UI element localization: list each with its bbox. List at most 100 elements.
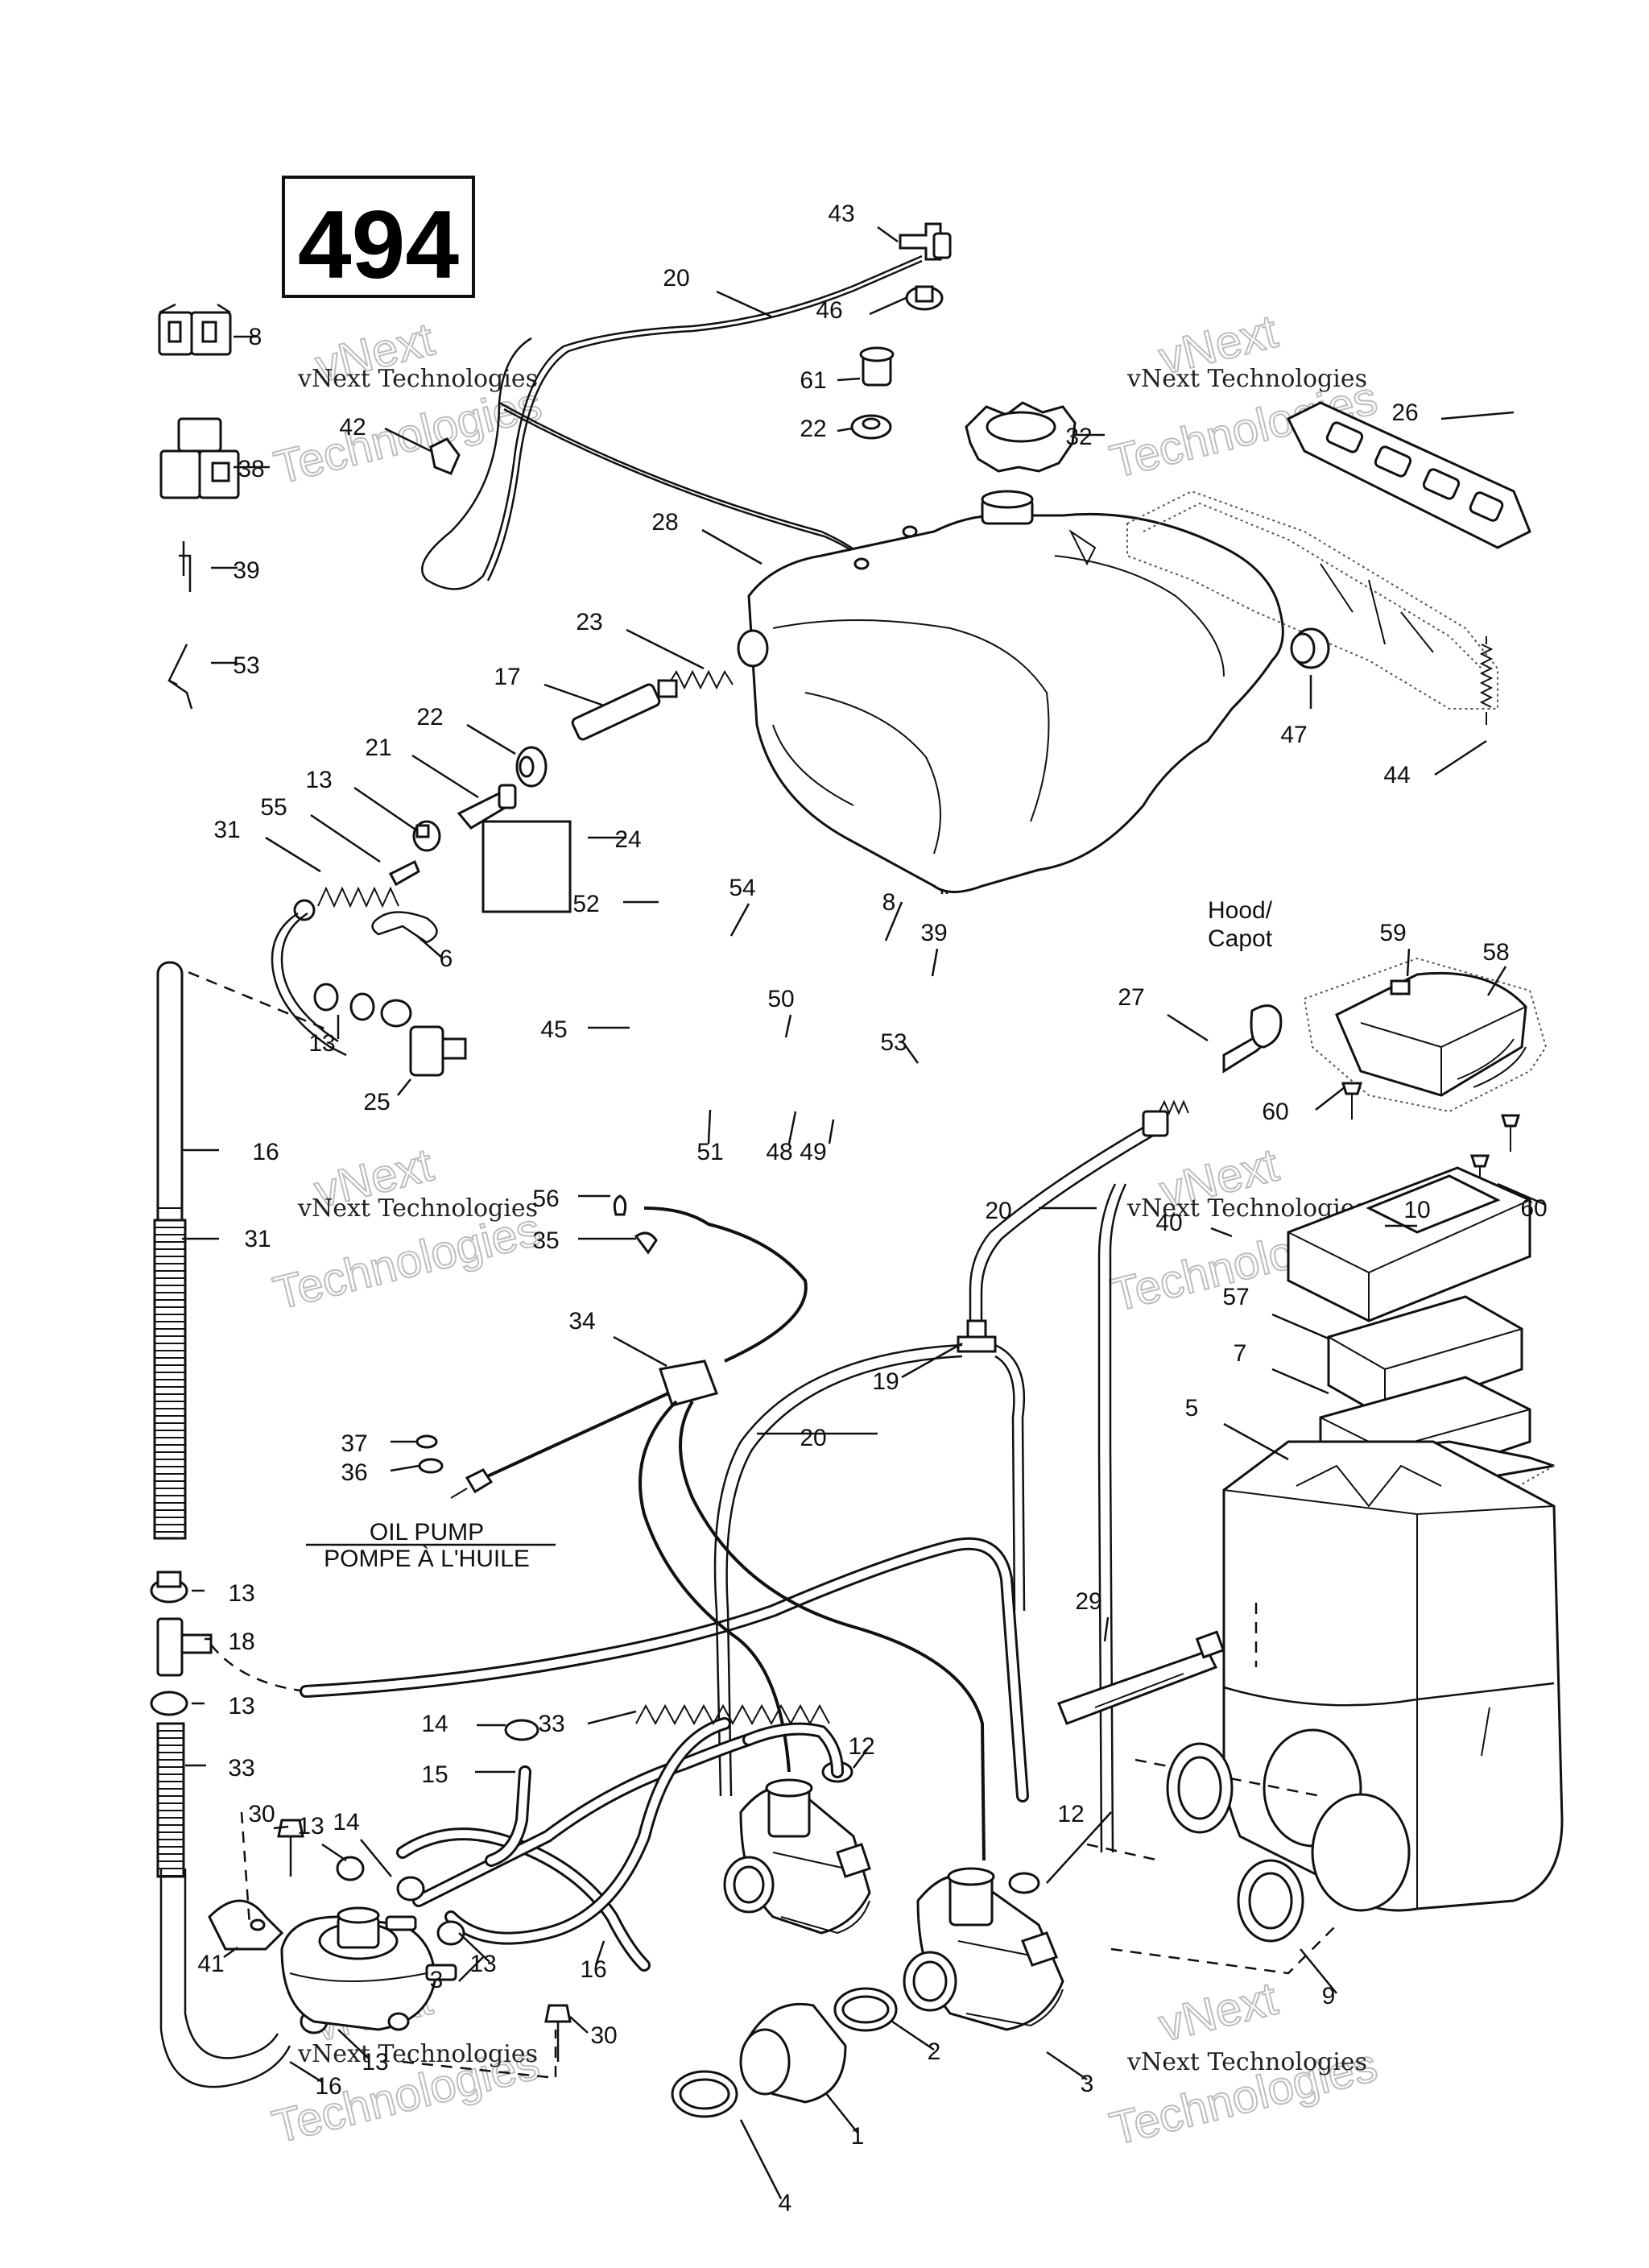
oil-pump-body — [280, 1906, 457, 2031]
fuel-valve-25 — [380, 999, 467, 1077]
valve-61 — [859, 346, 895, 387]
throttle-cable-to-carb2 — [679, 1400, 986, 1861]
callout-20: 20 — [663, 265, 689, 292]
connector-8-top-left — [158, 303, 232, 356]
callout-9: 9 — [1322, 1983, 1336, 2009]
callout-12: 12 — [848, 1733, 874, 1760]
leader-line-14 — [360, 1839, 392, 1877]
callout-13: 13 — [305, 767, 332, 793]
leader-line-60 — [1497, 1182, 1547, 1206]
leader-line-49 — [828, 1119, 835, 1144]
callout-47: 47 — [1280, 722, 1307, 748]
clamp-12-lower — [1008, 1872, 1040, 1894]
leader-line-44 — [1434, 739, 1487, 776]
callout-39: 39 — [920, 920, 947, 946]
bolt-30-upper — [277, 1819, 304, 1877]
vent-line-upper — [421, 255, 923, 590]
hose-16-left-lower — [159, 1869, 291, 2088]
callout-17: 17 — [494, 664, 520, 690]
choke-cable-20a — [969, 1126, 1144, 1321]
callout-28: 28 — [651, 509, 678, 536]
adaptor-9-upper — [1166, 1742, 1234, 1834]
sleeve-55-31 — [293, 859, 420, 921]
adaptor-9-lower — [1237, 1859, 1304, 1943]
leader-line-20 — [716, 290, 772, 318]
callout-8: 8 — [249, 324, 262, 350]
cable-end-oilpump — [450, 1468, 494, 1499]
leader-line-59 — [1406, 948, 1411, 977]
dashed-route-airbox — [1086, 1843, 1337, 1975]
fuel-hose-31 — [271, 912, 347, 1057]
leader-line-36 — [390, 1464, 419, 1472]
watermark-line2: Technologies — [270, 378, 547, 495]
leader-line-9 — [1300, 1948, 1337, 1994]
leader-line-31 — [265, 836, 321, 873]
tank-support-tray — [1126, 490, 1498, 710]
leader-line-22 — [837, 427, 853, 432]
tube-17 — [571, 683, 661, 741]
callout-16: 16 — [580, 1956, 606, 1983]
leader-line-51 — [707, 1109, 712, 1144]
clamp-4 — [671, 2070, 738, 2118]
callout-7: 7 — [1234, 1340, 1247, 1367]
label-24 — [481, 820, 572, 913]
callout-40: 40 — [1155, 1210, 1182, 1236]
callout-60: 60 — [1262, 1099, 1288, 1125]
clamp-2 — [833, 1987, 898, 2032]
stud-bottom — [387, 2012, 410, 2031]
terminal-39-left — [179, 541, 192, 592]
watermark-caption: vNext Technologies — [297, 1194, 538, 1223]
callout-43: 43 — [828, 201, 854, 227]
callout-15: 15 — [421, 1761, 448, 1788]
clamp-13-pump-a — [336, 1856, 365, 1881]
tank-strap-26 — [1286, 401, 1531, 549]
callout-31: 31 — [244, 1226, 271, 1252]
callout-19: 19 — [872, 1368, 899, 1395]
callout-56: 56 — [532, 1186, 559, 1212]
callout-3: 3 — [1081, 2071, 1094, 2097]
sleeve-33-mid — [635, 1703, 830, 1726]
oil-pump-label: OIL PUMP — [370, 1519, 484, 1546]
grommet-22-mid — [515, 746, 548, 788]
callout-38: 38 — [238, 456, 264, 482]
leader-line-12 — [852, 1745, 871, 1769]
watermark-top-left: vNext Technologies vNext Technologies — [269, 312, 548, 495]
spring-44 — [1479, 636, 1494, 725]
oil-pump-label-fr: POMPE À L'HUILE — [324, 1546, 530, 1572]
watermark-caption: vNext Technologies — [1126, 2048, 1367, 2076]
leader-line-33 — [587, 1710, 637, 1725]
watermark-bottom-right: vNext Technologies vNext Technologies — [1104, 1972, 1382, 2156]
throttle-cable-upper — [643, 1206, 808, 1363]
clip-37 — [415, 1434, 438, 1449]
leader-line-42 — [384, 427, 432, 453]
intake-boot-1 — [739, 2002, 847, 2104]
leader-line-25 — [397, 1078, 411, 1096]
callout-30: 30 — [248, 1801, 275, 1827]
callout-51: 51 — [696, 1139, 723, 1165]
leader-line-40 — [1210, 1227, 1233, 1238]
callout-53: 53 — [233, 652, 259, 679]
clamp-14-lower — [396, 1876, 425, 1902]
carburetor-3-right — [903, 1867, 1064, 2031]
fuel-cap-32 — [965, 401, 1077, 473]
fuel-filter-23 — [657, 669, 734, 698]
callout-29: 29 — [1075, 1588, 1101, 1615]
watermark-line1: vNext — [1154, 1972, 1283, 2052]
callout-58: 58 — [1482, 939, 1509, 966]
callout-60: 60 — [1520, 1195, 1547, 1222]
callout-33: 33 — [228, 1755, 254, 1782]
leader-line-39 — [931, 948, 939, 977]
leader-line-48 — [787, 1111, 797, 1144]
bracket-41 — [208, 1899, 284, 1951]
callout-34: 34 — [568, 1308, 595, 1335]
bolt-30-lower — [544, 2004, 572, 2062]
clip-6 — [371, 911, 438, 944]
callout-59: 59 — [1379, 920, 1406, 946]
callout-37: 37 — [341, 1430, 367, 1457]
clamp-13-pump-b — [436, 1920, 465, 1946]
callout-2: 2 — [928, 2038, 941, 2065]
tee-fitting-19 — [957, 1319, 997, 1353]
callout-30: 30 — [590, 2022, 617, 2049]
callout-53: 53 — [880, 1029, 907, 1056]
